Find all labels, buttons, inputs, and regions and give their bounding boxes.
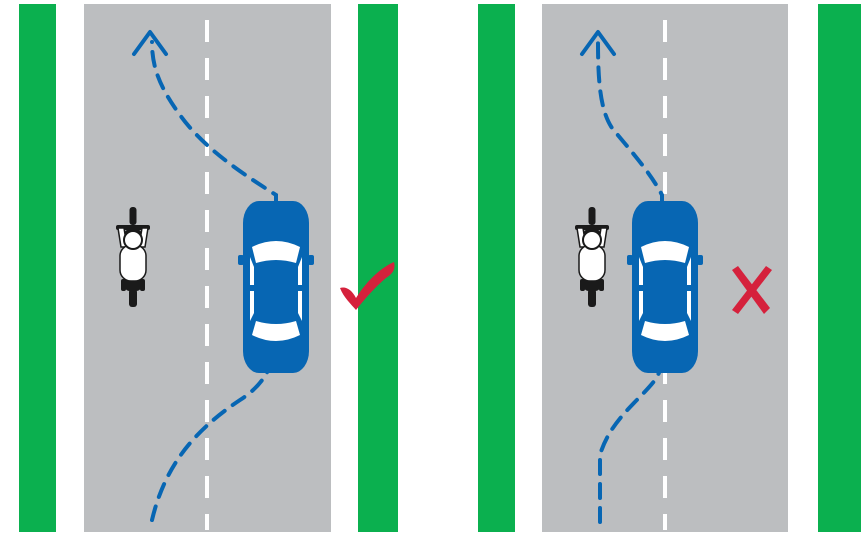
car-top-view-icon [627, 201, 703, 373]
grass-strip-left [19, 4, 56, 532]
panel-correct [19, 4, 398, 532]
panel-incorrect [478, 4, 861, 532]
grass-strip-right [818, 4, 861, 532]
car-top-view-icon [238, 201, 314, 373]
grass-strip-left [478, 4, 515, 532]
